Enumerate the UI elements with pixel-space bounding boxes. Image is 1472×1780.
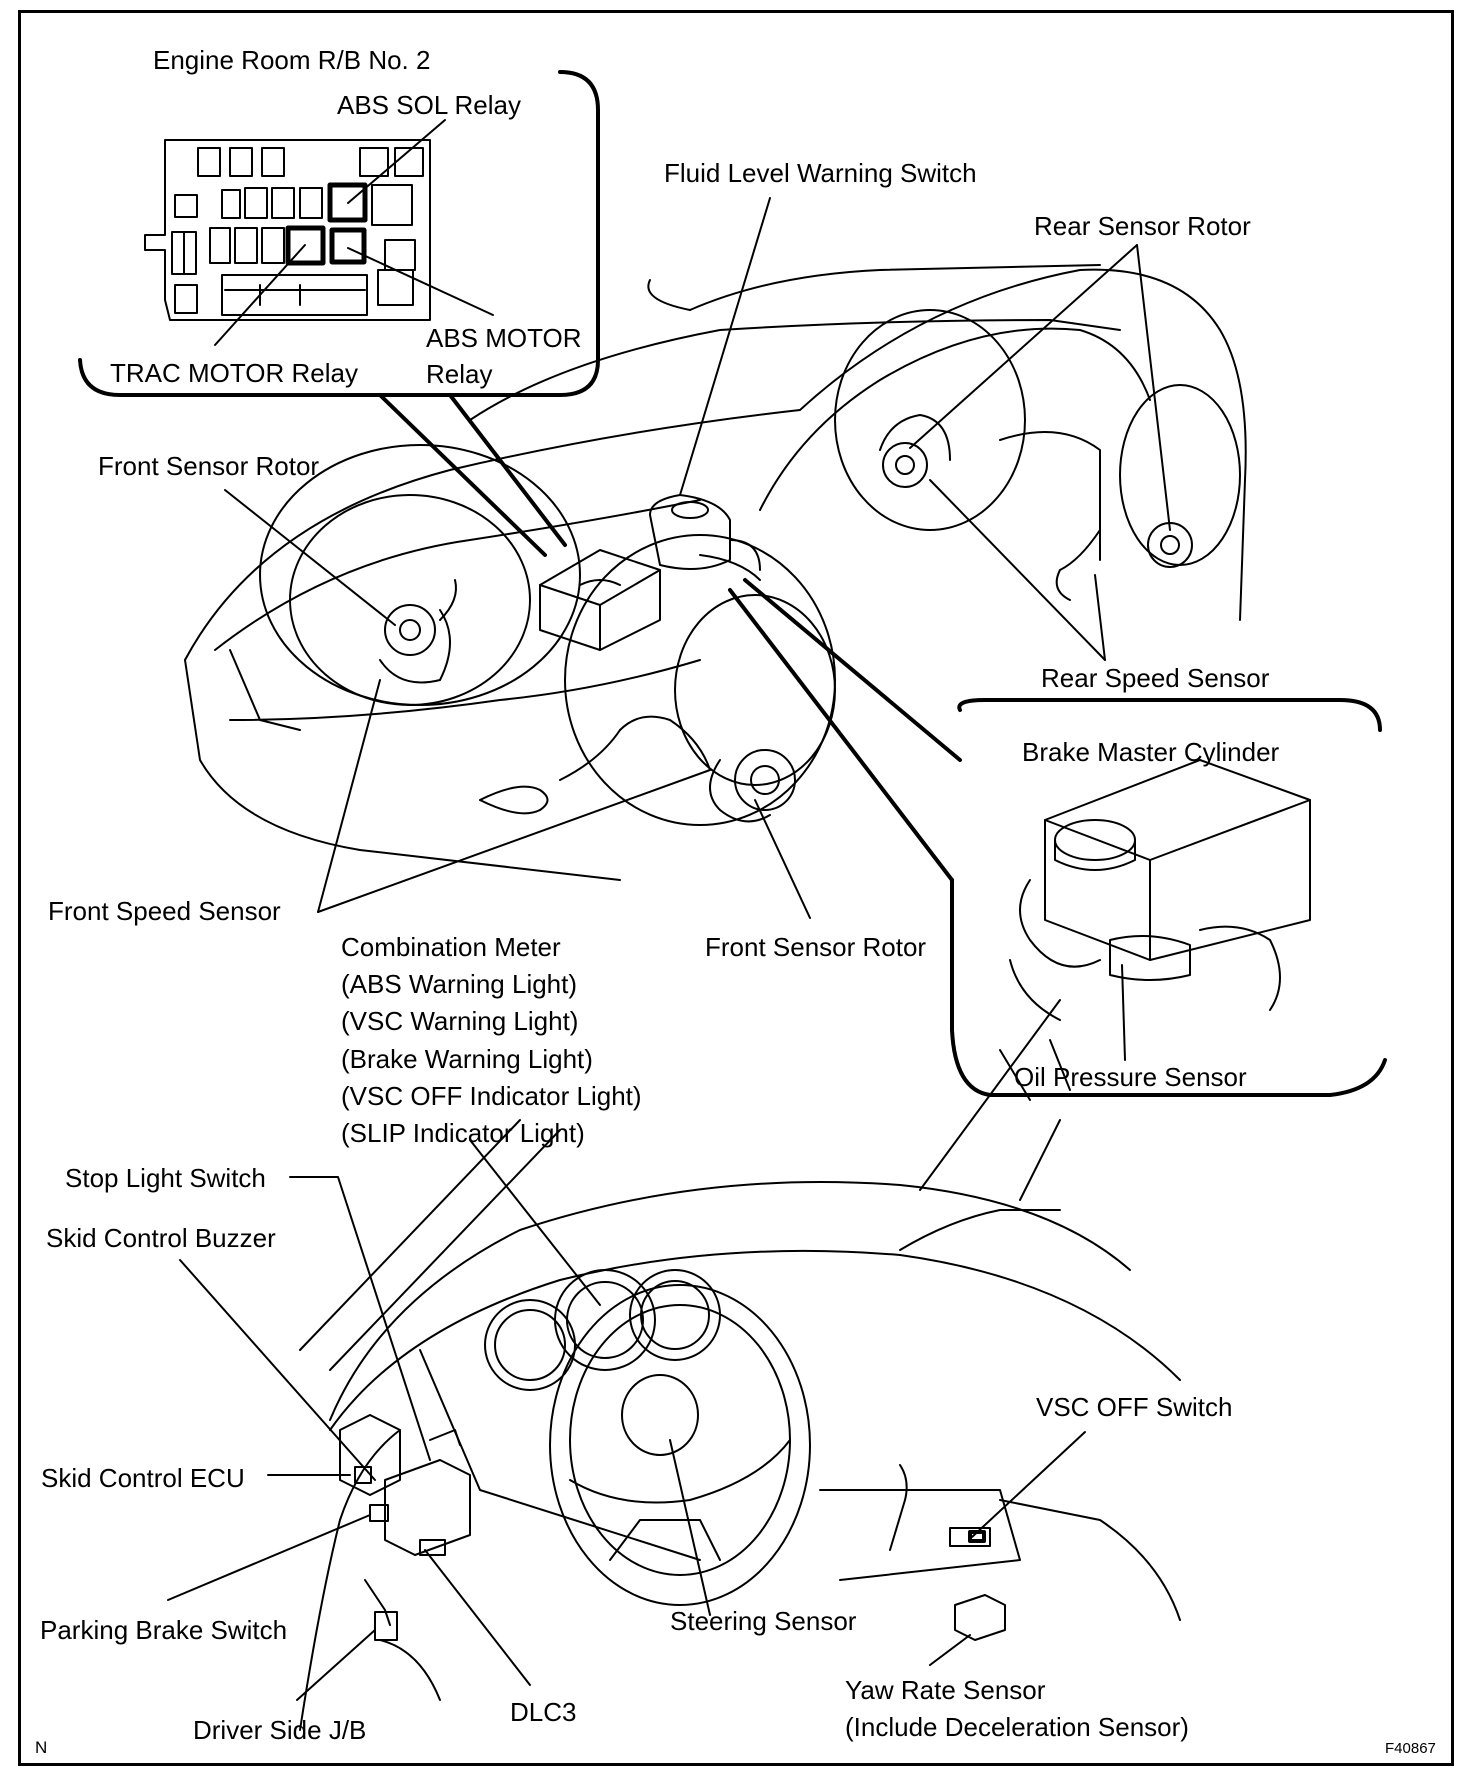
abs-sol-relay-box — [327, 182, 368, 223]
leader-lines — [167, 197, 1171, 1701]
brake-master-cylinder-callout — [728, 578, 1387, 1097]
steering-sensor-label: Steering Sensor — [670, 1606, 857, 1636]
yaw-rate-sensor-label-line1: Yaw Rate Sensor — [845, 1675, 1046, 1705]
diagram-frame — [18, 10, 1454, 1766]
abs-sol-relay-label: ABS SOL Relay — [337, 90, 522, 120]
vsc-warning-light-label: (VSC Warning Light) — [341, 1006, 579, 1036]
brake-master-cylinder-label: Brake Master Cylinder — [1022, 737, 1280, 767]
dashboard — [299, 999, 1181, 1731]
skid-control-buzzer-label: Skid Control Buzzer — [46, 1223, 276, 1253]
trac-motor-relay-box — [285, 225, 326, 266]
yaw-rate-sensor-label-line2: (Include Deceleration Sensor) — [845, 1712, 1189, 1742]
oil-pressure-sensor-label: Oil Pressure Sensor — [1014, 1062, 1247, 1092]
car-body — [184, 264, 1247, 881]
vsc-off-switch-label: VSC OFF Switch — [1036, 1392, 1233, 1422]
relay-block — [144, 119, 494, 346]
rear-brakes — [879, 414, 1193, 601]
parking-brake-switch-label: Parking Brake Switch — [40, 1615, 288, 1645]
front-left-brake — [379, 579, 457, 684]
rear-sensor-rotor-label: Rear Sensor Rotor — [1034, 211, 1251, 241]
abs-actuator — [539, 549, 661, 651]
front-speed-sensor-label: Front Speed Sensor — [48, 896, 281, 926]
front-right-brake — [559, 715, 796, 823]
front-sensor-rotor-left-label: Front Sensor Rotor — [98, 451, 320, 481]
front-sensor-rotor-right-label: Front Sensor Rotor — [705, 932, 927, 962]
abs-warning-light-label: (ABS Warning Light) — [341, 969, 578, 999]
abs-motor-relay-box — [329, 227, 367, 265]
figure-code: F40867 — [1385, 1740, 1436, 1757]
combination-meter-label: Combination Meter — [341, 932, 561, 962]
stop-light-switch-label: Stop Light Switch — [65, 1163, 266, 1193]
skid-control-ecu-label: Skid Control ECU — [41, 1463, 245, 1493]
driver-side-jb-label: Driver Side J/B — [193, 1715, 367, 1745]
brake-warning-light-label: (Brake Warning Light) — [341, 1044, 593, 1074]
fluid-level-warning-switch-label: Fluid Level Warning Switch — [664, 158, 977, 188]
abs-motor-relay-label-line2: Relay — [426, 359, 493, 389]
relay-block-title: Engine Room R/B No. 2 — [153, 45, 431, 75]
corner-mark-left: N — [35, 1738, 48, 1757]
slip-indicator-light-label: (SLIP Indicator Light) — [341, 1118, 585, 1148]
trac-motor-relay-label: TRAC MOTOR Relay — [110, 358, 358, 388]
vsc-off-indicator-light-label: (VSC OFF Indicator Light) — [341, 1081, 642, 1111]
master-cylinder-small — [649, 494, 761, 581]
rear-speed-sensor-label: Rear Speed Sensor — [1041, 663, 1270, 693]
abs-motor-relay-label-line1: ABS MOTOR — [426, 323, 582, 353]
dlc3-label: DLC3 — [510, 1697, 577, 1727]
